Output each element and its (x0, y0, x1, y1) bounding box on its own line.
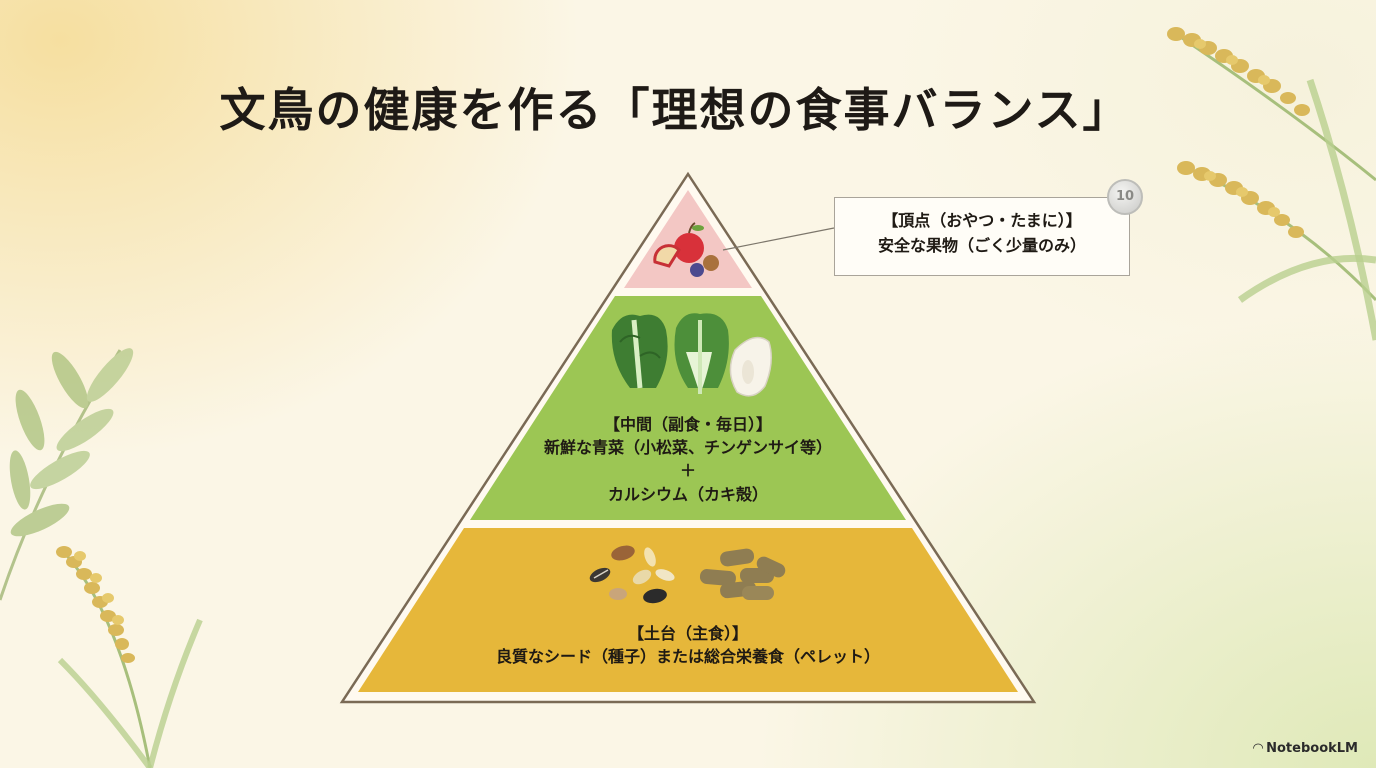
base-tier-heading: 【土台（主食）】 (627, 624, 748, 643)
brand-watermark: ◠NotebookLM (1253, 741, 1358, 756)
seeds-icon (589, 545, 675, 604)
cuttlebone-icon (729, 336, 772, 397)
middle-tier-line2: カルシウム（カキ殻） (607, 484, 768, 504)
food-pyramid (339, 171, 1037, 704)
base-tier-label: 【土台（主食）】 良質なシード（種子）または総合栄養食（ペレット） (380, 622, 996, 668)
middle-tier-line1: 新鮮な青菜（小松菜、チンゲンサイ等） (543, 438, 832, 458)
page-title: 文鳥の健康を作る「理想の食事バランス」 (219, 83, 1131, 137)
fruit-icon (653, 222, 719, 277)
pyramid-tier-middle (470, 296, 906, 520)
left-millet-icon (56, 546, 203, 768)
brand-label: NotebookLM (1266, 741, 1358, 756)
top-tier-callout: 【頂点（おやつ・たまに）】 安全な果物（ごく少量のみ） (834, 197, 1130, 276)
greens-icon (611, 313, 729, 394)
coin-icon: 10 (1107, 179, 1143, 215)
base-tier-text: 良質なシード（種子）または総合栄養食（ペレット） (495, 647, 880, 667)
top-tier-text: 安全な果物（ごく少量のみ） (877, 235, 1086, 255)
notebooklm-icon: ◠ (1253, 741, 1264, 756)
middle-tier-plus: ＋ (679, 461, 696, 481)
left-leaf-branch-icon (0, 348, 134, 601)
middle-tier-label: 【中間（副食・毎日）】 新鮮な青菜（小松菜、チンゲンサイ等） ＋ カルシウム（カ… (480, 413, 896, 506)
right-millet-icon (1167, 27, 1376, 341)
pyramid-tier-base (358, 528, 1018, 692)
middle-tier-heading: 【中間（副食・毎日）】 (603, 415, 772, 434)
callout-connector (722, 227, 835, 251)
top-tier-heading: 【頂点（おやつ・たまに）】 (882, 211, 1082, 230)
pellets-icon (699, 548, 786, 600)
